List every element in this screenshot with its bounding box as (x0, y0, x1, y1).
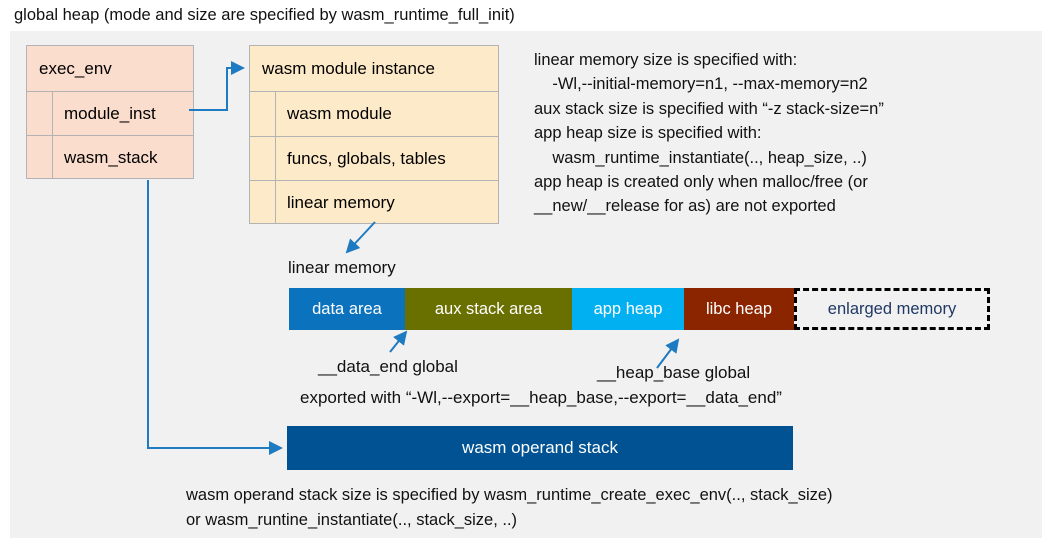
wasm-module-instance-header: wasm module instance (262, 58, 435, 78)
memory-segment-libc-heap: libc heap (684, 288, 794, 330)
memory-config-notes: linear memory size is specified with: -W… (534, 51, 884, 216)
field-wasm-stack-label: wasm_stack (64, 147, 158, 167)
field-linear-memory: linear memory (250, 180, 498, 224)
memory-segment-data-area: data area (289, 288, 405, 330)
indent-cell (250, 181, 276, 224)
field-funcs-globals-tables-label: funcs, globals, tables (287, 148, 446, 168)
indent-cell (250, 137, 276, 180)
annotation-heap-base-global: __heap_base global (597, 363, 751, 382)
linear-memory-caption: linear memory (288, 258, 396, 277)
memory-segment-aux-stack-area: aux stack area (405, 288, 572, 330)
field-wasm-stack: wasm_stack (27, 135, 193, 179)
operand-stack-note: wasm operand stack size is specified by … (186, 486, 833, 529)
exec-env-box: exec_env module_inst wasm_stack (26, 45, 194, 179)
field-module-inst: module_inst (27, 91, 193, 135)
indent-cell (27, 92, 53, 135)
annotation-exported-with: exported with “-Wl,--export=__heap_base,… (300, 388, 782, 407)
memory-segment-enlarged-memory: enlarged memory (794, 288, 990, 330)
page-title: global heap (mode and size are specified… (14, 6, 515, 24)
annotation-data-end-global: __data_end global (318, 357, 458, 376)
indent-cell (250, 92, 276, 136)
wasm-module-instance-fields: wasm module funcs, globals, tables linea… (250, 91, 498, 224)
wasm-module-instance-box: wasm module instance wasm module funcs, … (249, 45, 499, 224)
linear-memory-bar: data area aux stack area app heap libc h… (289, 288, 990, 330)
exec-env-fields: module_inst wasm_stack (27, 91, 193, 179)
field-module-inst-label: module_inst (64, 103, 156, 123)
field-wasm-module-label: wasm module (287, 104, 392, 123)
field-wasm-module: wasm module (250, 91, 498, 136)
memory-segment-app-heap: app heap (572, 288, 684, 330)
field-linear-memory-label: linear memory (287, 192, 395, 212)
field-funcs-globals-tables: funcs, globals, tables (250, 136, 498, 180)
wasm-operand-stack-bar: wasm operand stack (287, 426, 793, 470)
exec-env-header: exec_env (39, 58, 112, 78)
indent-cell (27, 136, 53, 179)
